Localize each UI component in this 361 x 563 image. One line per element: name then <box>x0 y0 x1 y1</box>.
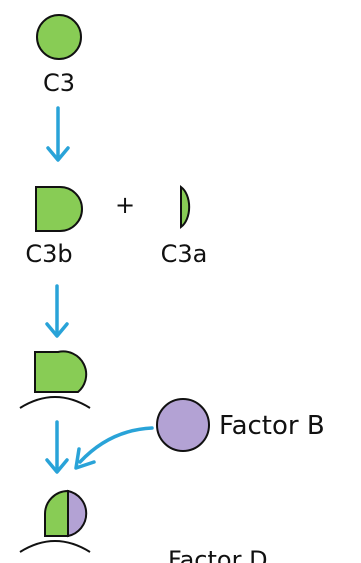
c3-label: C3 <box>43 69 75 97</box>
arrow-c3-to-c3b <box>46 106 70 162</box>
factor-b-shape <box>156 398 210 452</box>
c3-shape <box>36 14 82 60</box>
factor-b-label: Factor B <box>219 411 325 441</box>
arrow-bound-to-c3bb <box>45 420 69 474</box>
c3a-shape <box>180 185 191 229</box>
plus-sign: + <box>115 191 135 219</box>
c3bb-green-half <box>44 489 69 537</box>
factor-d-label: Factor D <box>168 546 268 563</box>
c3a-label: C3a <box>161 240 208 268</box>
arrow-c3b-to-bound <box>45 284 69 338</box>
arrow-factor-b-to-complex <box>74 426 154 470</box>
c3bb-purple-half <box>67 489 88 538</box>
bound-c3b-shape <box>34 350 88 393</box>
c3bb-cell-surface-arc <box>19 540 91 553</box>
cell-surface-arc <box>19 396 91 409</box>
c3b-shape <box>35 186 83 232</box>
c3b-label: C3b <box>25 240 72 268</box>
